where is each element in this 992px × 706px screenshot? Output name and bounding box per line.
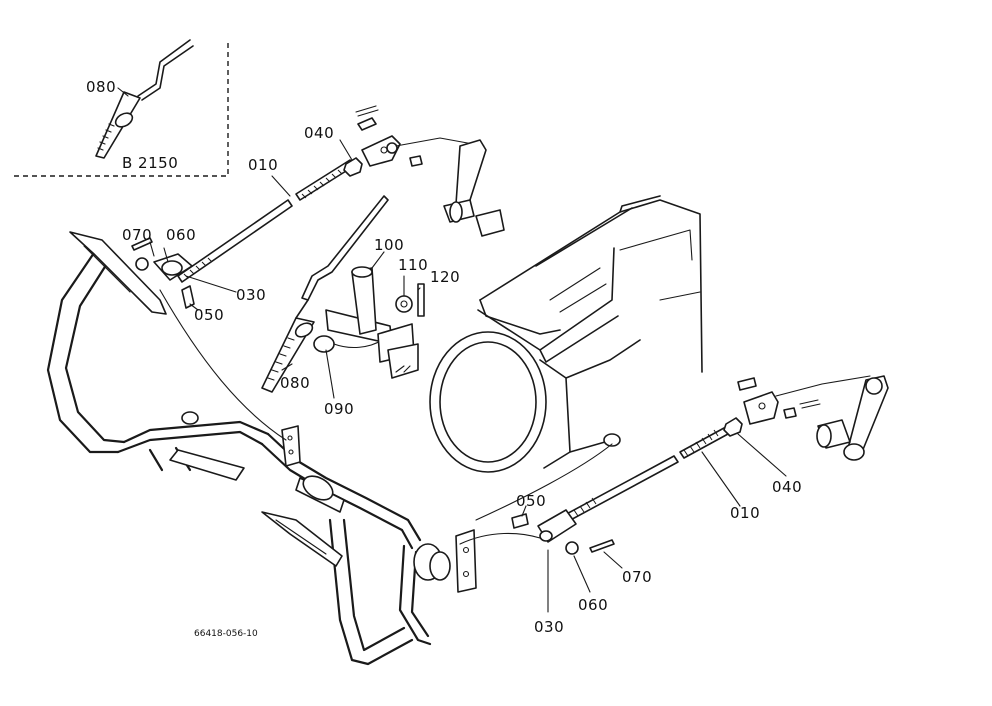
leader-lines [149, 139, 787, 613]
callout-060-upper: 060 [166, 226, 196, 244]
callout-110: 110 [398, 256, 428, 274]
callout-030-upper: 030 [236, 286, 266, 304]
inset-ratchet-lever [95, 39, 194, 159]
callout-010-lower: 010 [730, 504, 760, 522]
callout-070-upper: 070 [122, 226, 152, 244]
inset-part-label: 080 [86, 78, 116, 96]
callout-050-upper: 050 [194, 306, 224, 324]
engine-block [429, 195, 703, 473]
callout-090: 090 [324, 400, 354, 418]
ratchet-assembly [261, 195, 425, 393]
callout-030-lower: 030 [534, 618, 564, 636]
inset-model-label: B 2150 [122, 154, 178, 172]
callout-120: 120 [430, 268, 460, 286]
upper-linkage [131, 105, 505, 441]
callout-060-lower: 060 [578, 596, 608, 614]
callout-labels: 010 040 070 060 030 050 100 110 120 080 … [122, 124, 802, 636]
figure-code: 66418-056-10 [194, 629, 258, 639]
pedal-frame [46, 231, 477, 666]
inset-panel: 080 B 2150 [14, 39, 229, 177]
callout-080: 080 [280, 374, 310, 392]
callout-040-upper: 040 [304, 124, 334, 142]
callout-070-lower: 070 [622, 568, 652, 586]
callout-050-lower: 050 [516, 492, 546, 510]
callout-040-lower: 040 [772, 478, 802, 496]
lower-linkage [459, 375, 889, 555]
callout-100: 100 [374, 236, 404, 254]
callout-010-upper: 010 [248, 156, 278, 174]
